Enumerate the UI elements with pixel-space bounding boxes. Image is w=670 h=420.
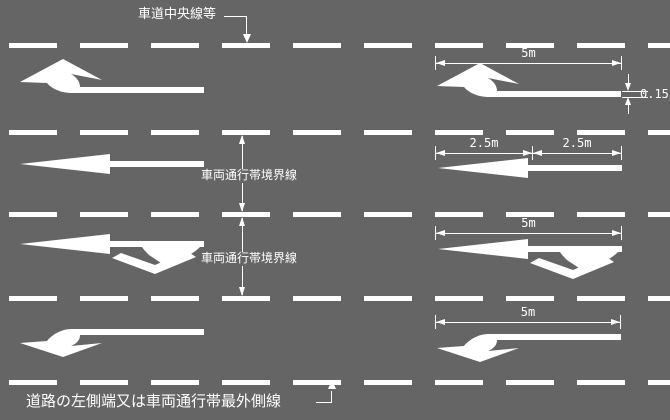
dimension-line-5m xyxy=(435,226,622,240)
curve-down-lane-change-arrow xyxy=(20,329,204,357)
lane-boundary-label-2: 車両通行帯境界線 xyxy=(199,251,300,266)
curve-down-lane-change-arrow xyxy=(437,334,621,362)
dashed-road-line-1 xyxy=(0,43,670,48)
curve-up-lane-change-arrow xyxy=(437,63,621,97)
arrow-up-icon xyxy=(328,380,336,389)
straight-left-arrow-with-down-branch xyxy=(20,234,204,274)
extension-line xyxy=(622,97,648,98)
dim-label-5m: 5m xyxy=(521,216,536,230)
dim-arrow-line xyxy=(628,74,629,86)
straight-left-arrow xyxy=(20,154,204,174)
dim-arrow-line xyxy=(628,102,629,114)
dim-label-0-15: 0.15 xyxy=(640,87,669,101)
lane-boundary-label-1: 車両通行帯境界線 xyxy=(199,168,300,183)
dim-label-2-5m: 2.5m xyxy=(469,136,499,150)
outermost-line-label: 道路の左側端又は車両通行帯最外側線 xyxy=(24,392,284,411)
dimension-line-2-5m xyxy=(532,146,622,160)
dashed-road-line-3 xyxy=(0,212,670,217)
callout-line xyxy=(246,16,247,36)
dim-label-5m: 5m xyxy=(521,46,536,60)
dimension-line-5m xyxy=(435,315,621,329)
callout-line xyxy=(224,16,247,17)
arrow-down-icon xyxy=(243,34,251,43)
arrow-up-icon xyxy=(625,97,631,105)
dashed-road-line-4 xyxy=(0,296,670,301)
curve-up-lane-change-arrow xyxy=(20,59,204,93)
callout-line xyxy=(316,402,332,403)
arrow-down-icon xyxy=(625,83,631,91)
center-line-label: 車道中央線等 xyxy=(136,7,219,23)
dashed-road-line-2 xyxy=(0,130,670,135)
dim-label-2-5m: 2.5m xyxy=(562,136,592,150)
extension-line xyxy=(622,91,648,92)
callout-line xyxy=(331,391,332,403)
dim-label-5m: 5m xyxy=(520,305,536,319)
straight-left-arrow-with-down-branch xyxy=(438,239,622,279)
straight-left-arrow xyxy=(438,158,622,178)
dimension-line-5m xyxy=(435,56,622,70)
